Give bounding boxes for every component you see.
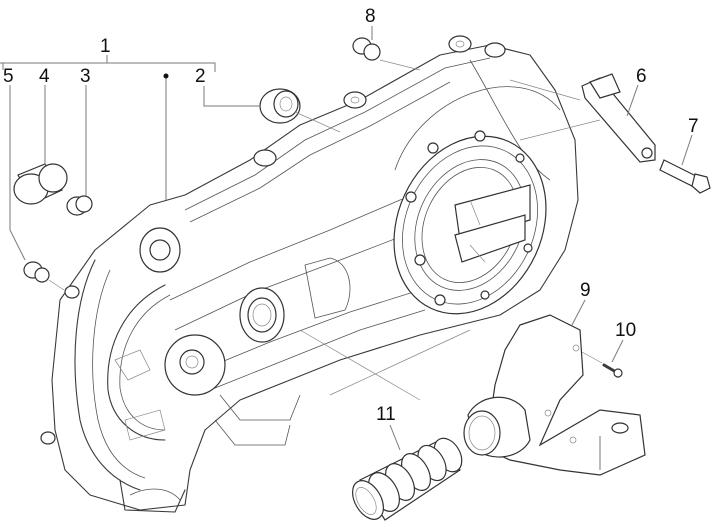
inspection-cover[interactable] <box>366 59 574 339</box>
part-10-screw[interactable] <box>581 351 623 378</box>
callout-2: 2 <box>195 66 206 87</box>
part-3-bush[interactable] <box>66 195 93 216</box>
part-4-sleeve[interactable] <box>13 163 68 205</box>
callout-5: 5 <box>3 66 14 87</box>
part-9-air-intake-duct[interactable] <box>463 314 646 476</box>
callout-3: 3 <box>80 66 91 87</box>
part-8-centering-bush[interactable] <box>352 37 421 71</box>
transmission-cover[interactable] <box>40 35 579 513</box>
part-5-dowel-pin[interactable] <box>23 261 65 291</box>
callout-9: 9 <box>580 280 591 301</box>
callout-1: 1 <box>100 36 111 57</box>
callout-7: 7 <box>688 116 699 137</box>
callout-6: 6 <box>636 66 647 87</box>
callout-11: 11 <box>376 404 396 425</box>
leader-lines <box>0 26 693 451</box>
callout-4: 4 <box>39 66 50 87</box>
callout-8: 8 <box>365 6 376 27</box>
part-7-bolt[interactable] <box>659 159 711 194</box>
callout-10: 10 <box>615 320 636 341</box>
part-6-bracket[interactable] <box>581 73 656 163</box>
part-11-bellows-hose[interactable] <box>346 433 467 524</box>
guide-lines <box>299 79 601 401</box>
part-2-bearing[interactable] <box>259 88 341 133</box>
